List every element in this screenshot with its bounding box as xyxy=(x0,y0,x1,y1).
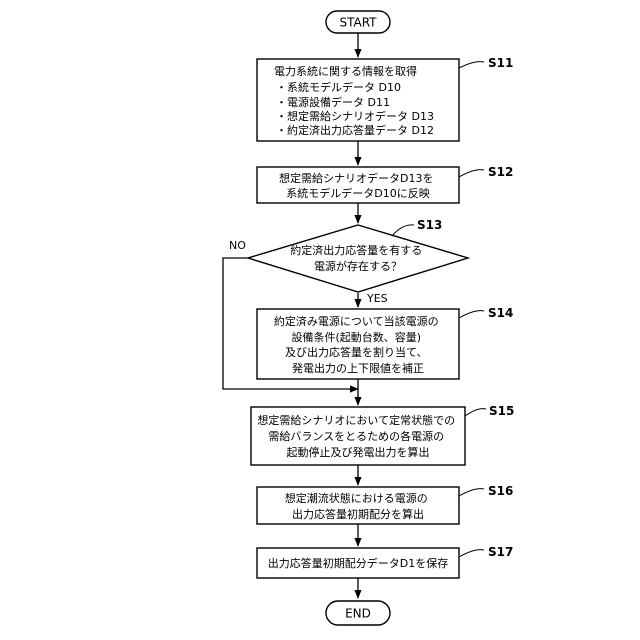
decision-s13-line: 約定済出力応答量を有する xyxy=(290,243,422,257)
step-s14-id: S14 xyxy=(488,306,513,320)
step-s15-line: 想定需給シナリオにおいて定常状態での xyxy=(257,413,455,427)
step-s14-line: 発電出力の上下限値を補正 xyxy=(292,361,424,375)
step-s11-line: ・系統モデルデータ D10 xyxy=(276,80,401,94)
step-s17-line: 出力応答量初期配分データD1を保存 xyxy=(268,556,448,570)
step-s15-line: 起動停止及び発電出力を算出 xyxy=(287,445,430,459)
step-s16-id: S16 xyxy=(488,484,513,498)
step-s15-text: 想定需給シナリオにおいて定常状態での 需給バランスをとるための各電源の 起動停止… xyxy=(257,413,458,459)
branch-no-label: NO xyxy=(229,239,246,252)
decision-s13-line: 電源が存在する？ xyxy=(314,259,402,273)
decision-s13 xyxy=(248,225,468,292)
end-label: END xyxy=(345,607,371,621)
step-s14-line: 約定済み電源について当該電源の xyxy=(274,314,439,328)
step-s14-line: 及び出力応答量を割り当て、 xyxy=(285,345,427,359)
step-s15-line: 需給バランスをとるための各電源の xyxy=(268,429,444,443)
step-s11-line: ・電源設備データ D11 xyxy=(276,95,390,109)
step-s12-line: 想定需給シナリオデータD13を xyxy=(279,171,433,185)
step-s11-line: 電力系統に関する情報を取得 xyxy=(274,64,417,78)
step-s16-line: 出力応答量初期配分を算出 xyxy=(292,507,424,521)
step-s17-leader xyxy=(459,550,484,557)
step-s11-line: ・約定済出力応答量データ D12 xyxy=(276,123,434,137)
step-s15-id: S15 xyxy=(489,404,514,418)
step-s15-leader xyxy=(465,409,486,416)
step-s12-id: S12 xyxy=(488,165,513,179)
step-s11-leader xyxy=(459,62,484,68)
start-label: START xyxy=(339,16,377,30)
step-s11-id: S11 xyxy=(488,56,513,70)
step-s14-leader xyxy=(459,311,484,318)
step-s11-line: ・想定需給シナリオデータ D13 xyxy=(276,109,434,123)
step-s16-line: 想定潮流状態における電源の xyxy=(285,491,428,505)
step-s17-id: S17 xyxy=(488,545,513,559)
step-s13-id: S13 xyxy=(417,218,442,232)
step-s12-leader xyxy=(459,170,484,177)
step-s17-text: 出力応答量初期配分データD1を保存 xyxy=(268,556,448,570)
step-s12-line: 系統モデルデータD10に反映 xyxy=(286,186,429,200)
step-s16-leader xyxy=(459,489,484,496)
step-s13-leader xyxy=(392,225,414,236)
branch-yes-label: YES xyxy=(366,292,388,305)
step-s14-line: 設備条件(起動台数、容量) xyxy=(291,330,421,344)
